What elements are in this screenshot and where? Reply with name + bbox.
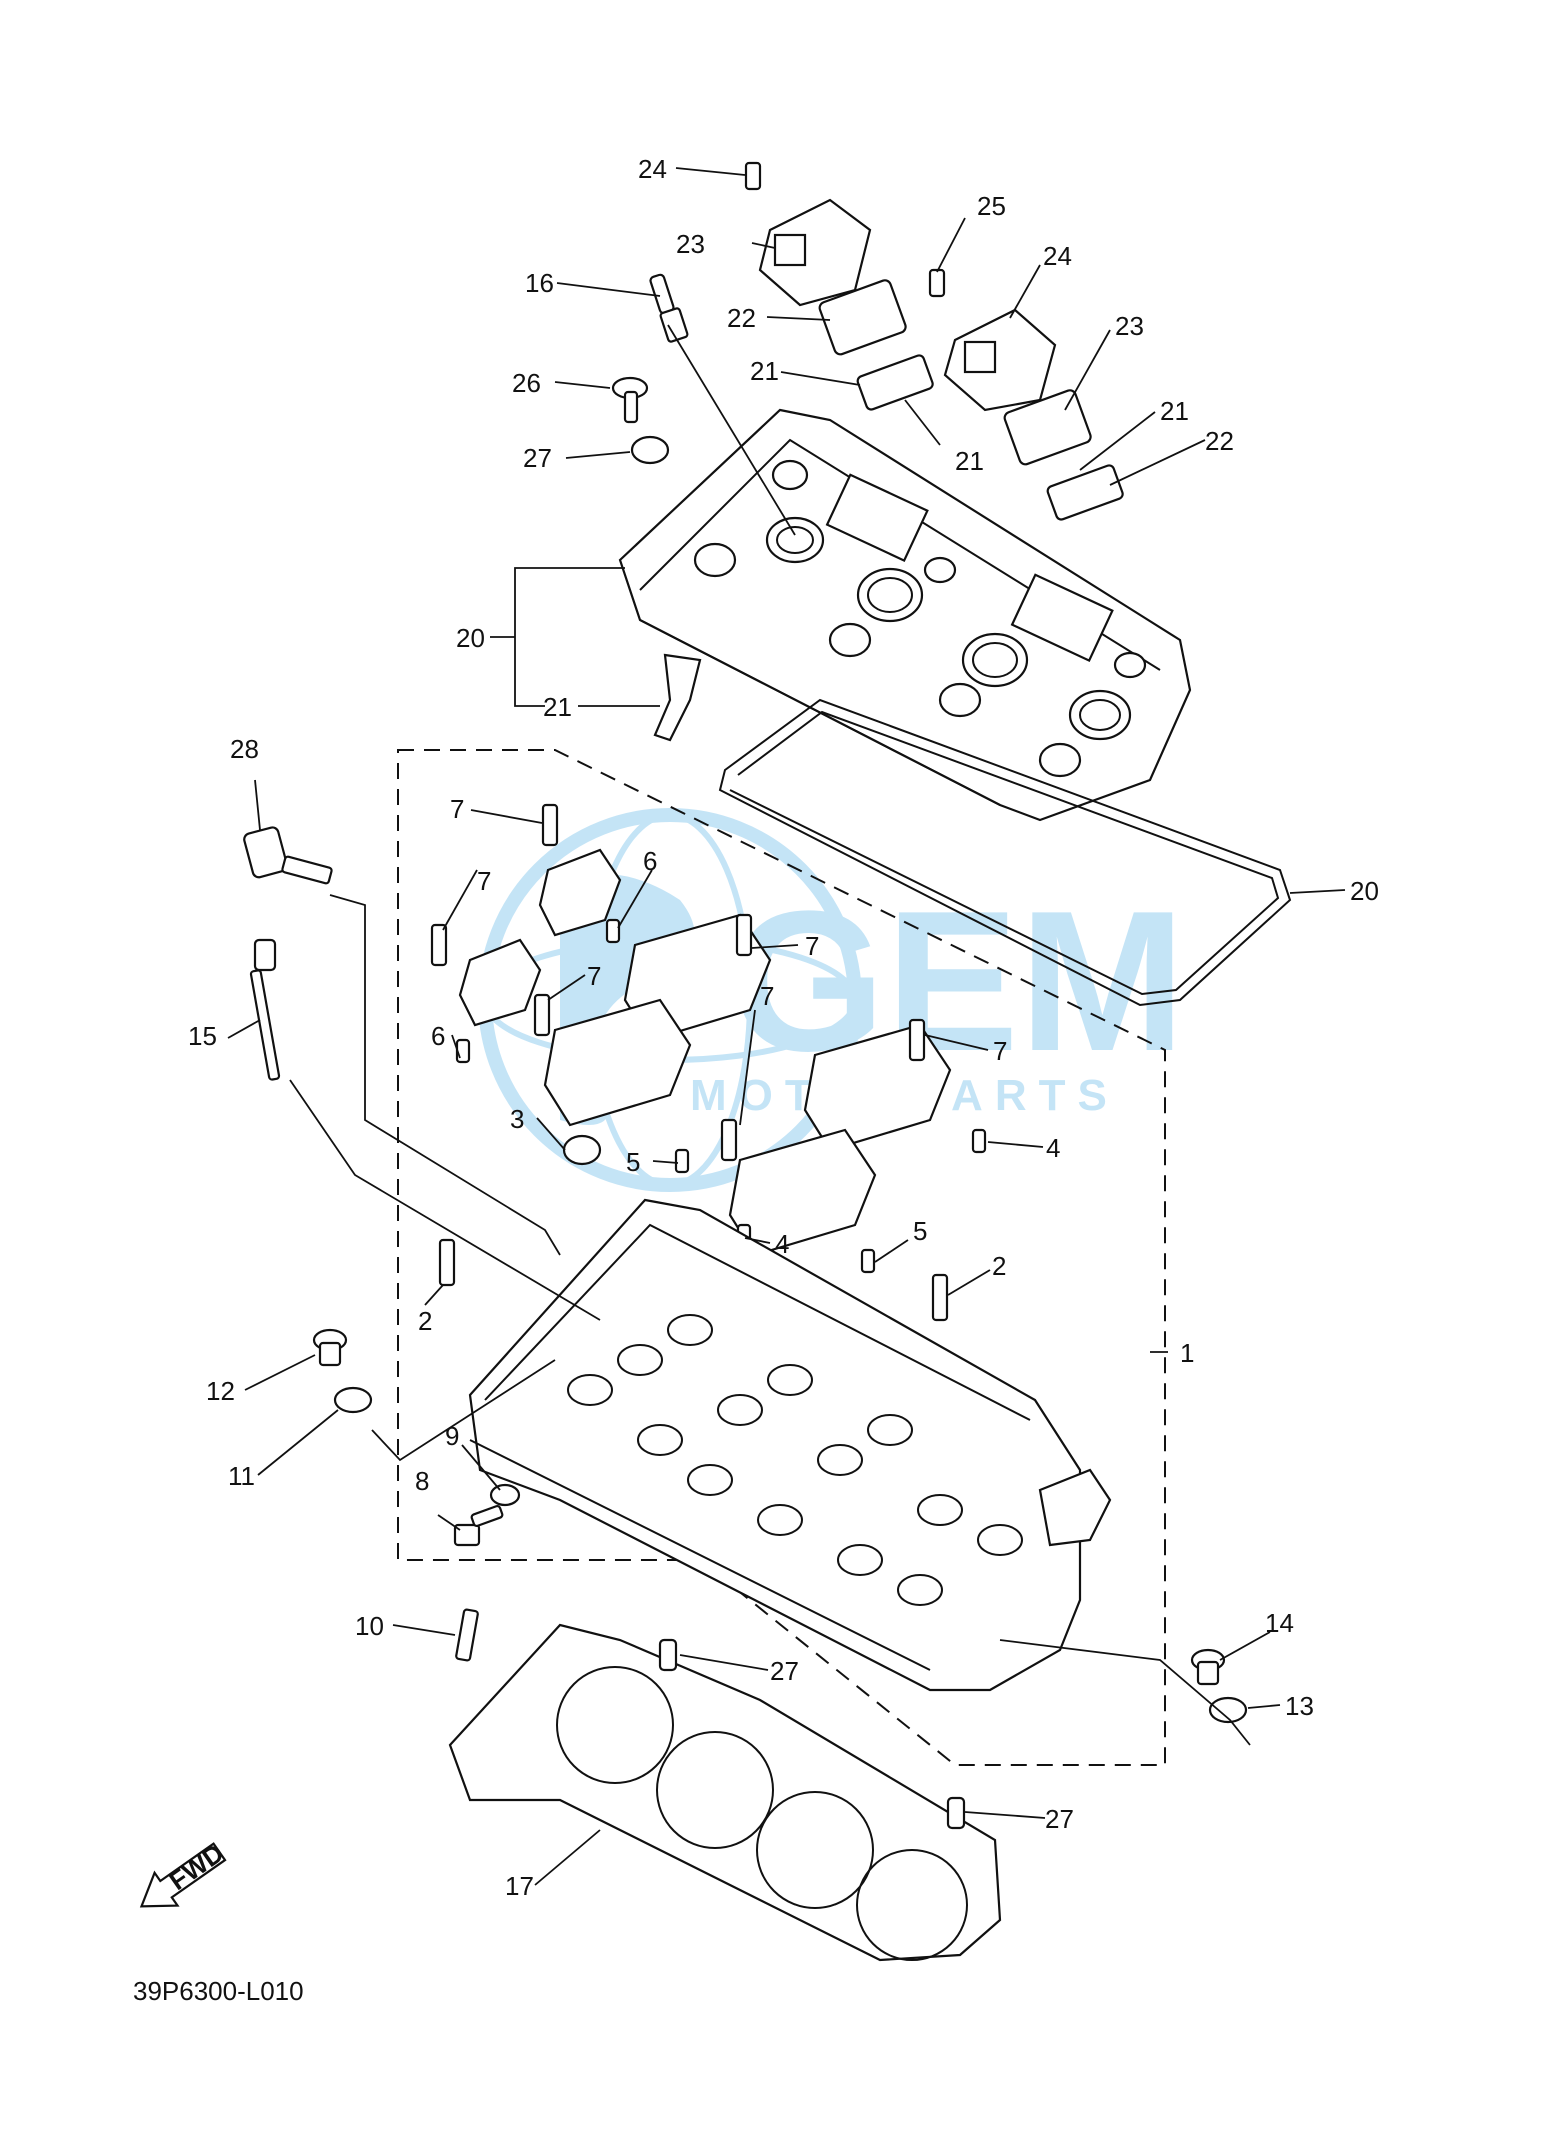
head-gasket [448,1623,1002,1962]
washer-26 [630,435,670,465]
callout-1: 1 [1180,1338,1194,1368]
callout-10: 10 [355,1611,384,1641]
reed-valve-right [1046,464,1124,521]
callout-27: 27 [770,1656,799,1686]
stud-10 [455,1608,479,1662]
cylinder-head [468,1198,1112,1692]
forward-direction-arrow: FWD [139,1838,229,1908]
callout-5: 5 [913,1216,927,1246]
callout-27: 27 [1045,1804,1074,1834]
callout-7: 7 [477,866,491,896]
callout-2: 2 [992,1251,1006,1281]
callout-6: 6 [643,846,657,876]
bolt-24-right [928,268,946,298]
cover-bracket [653,653,702,742]
callout-16: 16 [525,268,554,298]
bolt-28 [243,826,333,885]
callout-7: 7 [587,961,601,991]
callout-18: 20 [456,623,485,653]
callout-labels: 24 23 25 24 16 22 23 21 21 21 22 26 27 2… [188,154,1379,1901]
reed-valve-left [856,354,934,411]
callout-21: 21 [1160,396,1189,426]
callout-7: 7 [805,931,819,961]
callout-23: 23 [676,229,705,259]
callout-21: 21 [750,356,779,386]
callout-23: 24 [1043,241,1072,271]
camshaft-caps [458,848,952,1257]
callout-6: 6 [431,1021,445,1051]
callout-8: 8 [415,1466,429,1496]
callout-4: 4 [1046,1133,1060,1163]
callout-20: 20 [1350,876,1379,906]
reed-plate-right [1003,389,1092,466]
callout-7: 7 [450,794,464,824]
callout-7: 7 [760,981,774,1011]
head-assembly-boundary [397,749,1166,1766]
dowel-27-bottom [946,1796,966,1830]
head-cover-gasket [718,698,1292,1007]
callout-28: 28 [230,734,259,764]
bolt-25 [611,376,649,424]
watermark-logo: GEM MOTORPARTS [478,808,1186,1192]
callout-19: 21 [543,692,572,722]
reed-plate-left [818,279,907,356]
bolt-15 [249,938,281,1081]
washer-13 [1208,1696,1248,1724]
callout-22: 23 [1115,311,1144,341]
callout-25: 26 [512,368,541,398]
callout-26: 27 [523,443,552,473]
callout-21: 22 [1205,426,1234,456]
bolt-12 [312,1328,348,1367]
callout-7: 7 [993,1036,1007,1066]
callout-5: 5 [626,1147,640,1177]
callout-13: 13 [1285,1691,1314,1721]
callout-2: 2 [418,1306,432,1336]
callout-14: 14 [1265,1608,1294,1638]
bolt-24-left [744,161,762,191]
bolt-14 [1190,1648,1226,1686]
callout-24: 24 [638,154,667,184]
callout-22: 22 [727,303,756,333]
callout-17: 17 [505,1871,534,1901]
stud-2-left [438,1238,456,1287]
callout-3: 3 [510,1104,524,1134]
callout-15: 15 [188,1021,217,1051]
watermark-brand: GEM [730,870,1186,1093]
cover-cap-left [758,198,872,307]
callout-9: 9 [445,1421,459,1451]
callout-12: 12 [206,1376,235,1406]
cam-cap-bolts [430,803,926,1162]
washer-9 [489,1483,521,1507]
leader-lines [227,167,1346,1886]
cover-cap-right [943,308,1057,412]
dowel-27-top [658,1638,678,1672]
bolt-8 [453,1504,504,1547]
stud-2-right [931,1273,949,1322]
washer-11 [333,1386,373,1414]
diagram-code: 39P6300-L010 [133,1976,304,2006]
spark-plug [649,273,689,343]
callout-11: 11 [228,1461,255,1491]
callout-24: 25 [977,191,1006,221]
callout-21: 21 [955,446,984,476]
callout-4: 4 [775,1229,789,1259]
plug-3 [562,1134,602,1166]
